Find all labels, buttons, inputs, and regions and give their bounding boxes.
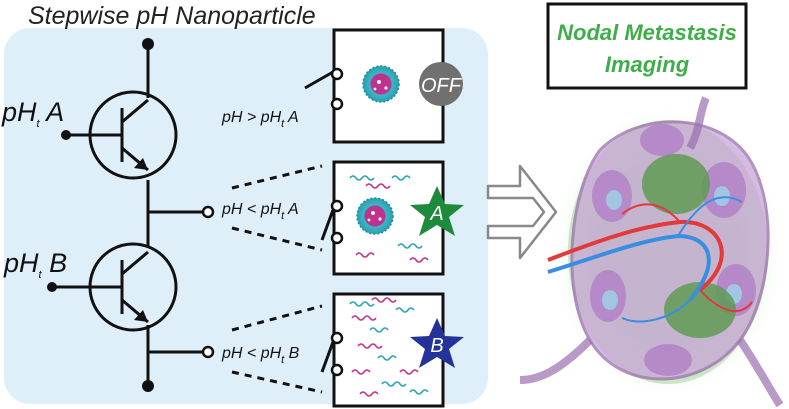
lymph-node-illustration	[519, 96, 786, 408]
tumor-cluster-lower	[664, 282, 736, 338]
state-badge-off	[419, 62, 463, 106]
fan-lines-b	[231, 304, 323, 394]
condition-a-label: pH < pHt A	[221, 201, 299, 222]
outcome-line-2: Imaging	[605, 52, 690, 77]
switch-box-off: OFF	[304, 28, 463, 144]
circuit-rail	[142, 38, 215, 392]
nanoparticle-intact-icon	[362, 65, 400, 103]
state-badge-b-label: B	[430, 335, 443, 357]
outcome-line-1: Nodal Metastasis	[557, 20, 737, 45]
state-badge-a	[410, 186, 464, 236]
transistor-b	[47, 242, 178, 332]
outcome-title-box: Nodal Metastasis Imaging	[546, 2, 748, 90]
output-arrow	[486, 164, 558, 260]
fan-lines-a	[231, 164, 323, 252]
transistor-a	[61, 90, 178, 180]
nanoparticle-intact-icon	[356, 197, 394, 235]
switch-box-b: B	[320, 292, 464, 408]
transistor-a-label: pHt A	[1, 97, 64, 130]
condition-off-label: pH > pHt A	[221, 109, 299, 130]
state-badge-b	[410, 318, 464, 368]
signal-waves-a	[349, 175, 429, 263]
switch-box-a: A	[320, 160, 464, 276]
condition-b-label: pH < pHt B	[221, 345, 300, 366]
state-badge-a-label: A	[429, 203, 443, 225]
tumor-cluster-upper	[642, 154, 710, 214]
diagram-title: Stepwise pH Nanoparticle	[28, 2, 316, 30]
state-badge-off-label: OFF	[421, 75, 463, 97]
signal-waves-b	[349, 297, 429, 397]
transistor-b-label: pHt B	[3, 248, 67, 281]
